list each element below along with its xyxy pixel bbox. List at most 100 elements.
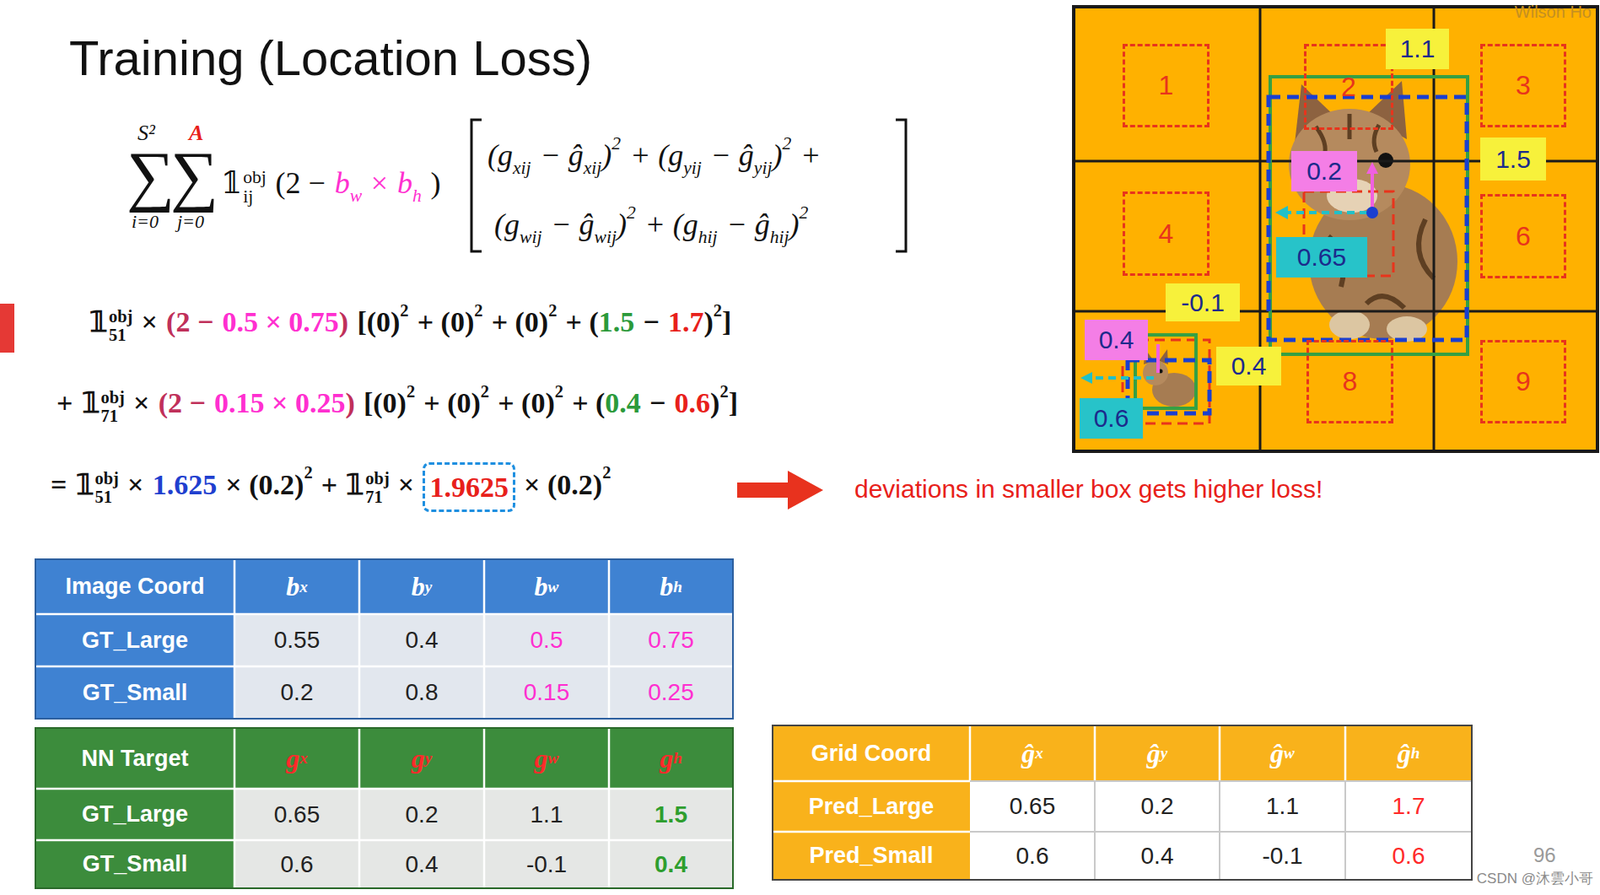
table-cell: 0.15 [484,666,609,719]
formula-text: 0.6 [280,851,314,879]
table-cell: 0.6 [969,831,1095,880]
formula-text: − ĝ [711,138,755,173]
table-cell: 0.4 [1094,831,1220,880]
formula-text: ∑ [126,138,175,213]
table-cell: GT_Large [35,788,235,841]
formula-text: 𝟙 [75,468,95,501]
formula-text: 0.15 [523,678,571,706]
formula-text: (2 − [158,387,206,419]
formula-text: 0.8 [405,678,439,706]
table-cell: bh [608,559,733,615]
value-tag: 0.4 [1084,319,1148,361]
formula-text: b [397,166,413,200]
formula-text: (2 − [275,166,326,200]
table-cell: 1.7 [1345,781,1472,832]
node-text: -0.1 [1180,288,1225,318]
formula-text: 0.2 [405,801,439,829]
formula-text: deviations in smaller box gets higher lo… [854,474,1323,503]
formula-text: i=0 [131,210,159,232]
formula-text: ĝ [1270,738,1284,770]
formula-text: j=0 [177,210,205,232]
anchor-box: 6 [1480,193,1567,279]
formula-text: ] [721,306,732,338]
formula-text: − [649,387,666,419]
formula-text: 2 [474,301,483,320]
table-cell: bx [234,559,360,615]
formula-text: g [411,743,426,775]
value-tag: 0.2 [1291,150,1358,192]
formula-text: 51 [95,488,119,507]
formula-text: 0.25 [647,678,695,706]
table-cell: 0.2 [1094,781,1220,832]
formula-text: b [285,571,300,603]
formula-text: y [425,577,433,597]
formula-text: 2 [554,382,564,401]
table-cell: GT_Small [35,840,235,889]
formula-text: ) [339,306,349,338]
index-stack: obj71 [365,469,389,507]
formula-text: 2 [611,133,621,154]
formula-text: 2 [480,382,490,401]
table-cell: NN Target [35,727,235,789]
node-text: 0.4 [1231,351,1267,381]
formula-text: + [56,387,73,419]
formula-text: h [412,185,422,206]
formula-text: 0.4 [604,387,642,419]
formula-text: 0.2 [280,678,314,706]
formula-text: Grid Coord [811,740,932,767]
formula-row: =𝟙obj51×1.625× (0.2)2+𝟙obj71×1.9625× (0.… [50,462,611,512]
table-cell: bw [484,559,609,615]
table-cell: 0.4 [359,840,485,889]
formula-text: h [1411,743,1421,763]
formula-text: h [673,748,683,768]
side-tab [0,303,15,353]
table-cell: gy [359,727,485,789]
formula-text: obj [101,388,125,407]
formula-text: 2 [798,202,809,223]
formula-row: 𝟙obj51×(2 −0.5 × 0.75)[(0)2+ (0)2+ (0)2+… [89,300,732,345]
table-cell: ĝw [1219,725,1346,782]
table-cell: 1.5 [608,788,733,841]
formula-row: deviations in smaller box gets higher lo… [854,474,1323,505]
node-text: 1.5 [1495,145,1531,174]
red-arrow [737,470,824,510]
anchor-box: 4 [1122,191,1210,276]
formula-text: b [659,571,674,603]
table-cell: 0.65 [969,781,1095,832]
formula-text: 1.5 [598,306,636,338]
table-cell: -0.1 [484,840,609,889]
formula-text: 0.2 [1141,792,1175,820]
formula-text: 1.625 [152,468,218,501]
formula-text: b [534,571,549,603]
formula-text: xij [583,157,603,178]
value-tag: -0.1 [1165,283,1240,322]
node-text: 4 [1158,218,1175,250]
formula-row: (gxij− ĝxij)2+ (gyij− ĝyij)2+ [487,133,821,180]
formula-row: (gwij− ĝwij)2+ (ghij− ĝhij)2 [494,202,809,249]
table-cell: 0.4 [608,840,733,889]
formula-text: xij [512,157,532,178]
formula-text: yij [754,157,773,178]
formula-text: + (0) [497,387,555,419]
formula-text: Pred_Small [808,842,933,869]
formula-text: ) [616,207,627,242]
formula-text: − ĝ [550,207,594,242]
formula-text: + (g [630,138,684,173]
formula-text: w [350,185,362,206]
formula-text: 2 [626,202,636,223]
formula-text: 0.4 [405,626,439,654]
formula-text: 71 [101,407,125,426]
formula-text: b [411,571,426,603]
formula-text: + ( [571,387,605,419]
formula-text: NN Target [80,745,189,772]
formula-text: -0.1 [1261,842,1303,870]
formula-text: × (0.2) [523,468,603,501]
watermark: Wilson Ho [1514,1,1592,22]
index-stack: obj71 [101,388,125,426]
formula-text: 0.4 [1141,842,1175,870]
node-text: 9 [1515,366,1531,398]
table-cell: ĝh [1345,725,1472,782]
slide-title: Training (Location Loss) [69,28,593,88]
formula-text: GT_Small [82,679,189,706]
